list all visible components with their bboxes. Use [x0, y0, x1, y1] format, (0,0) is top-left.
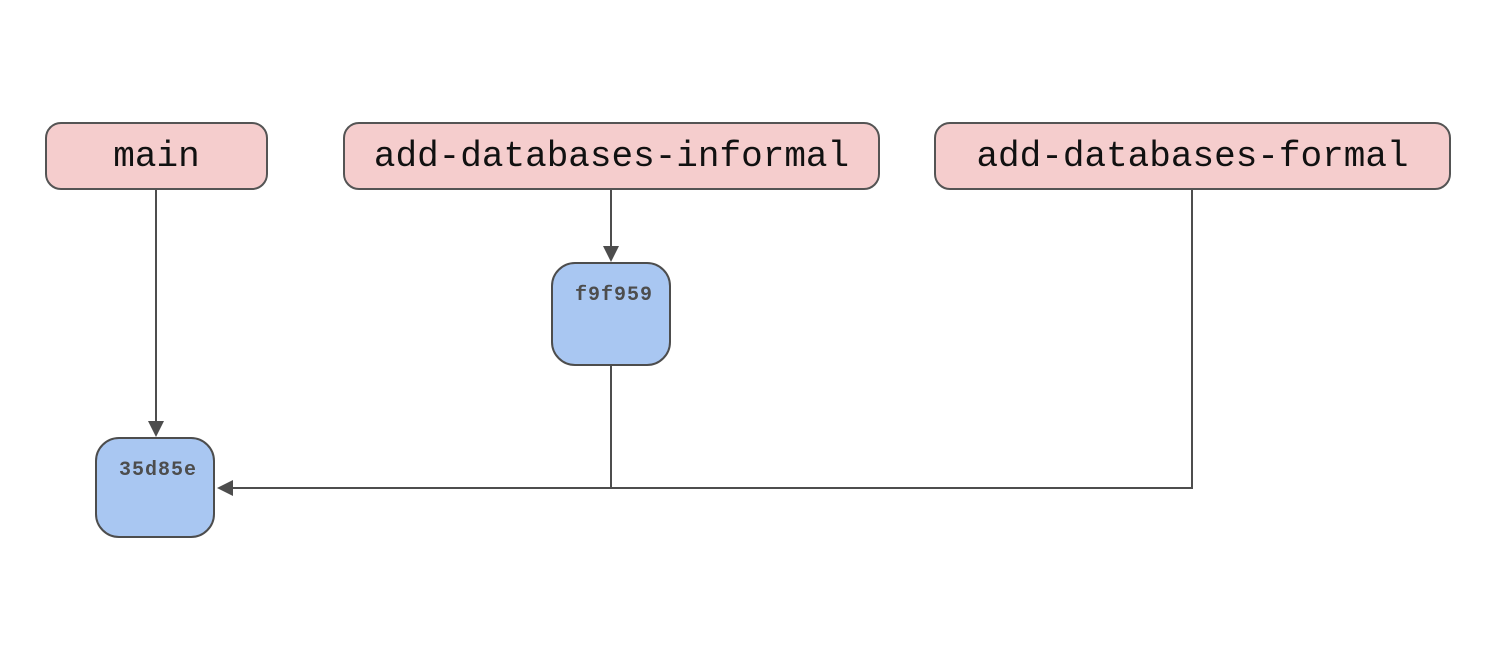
branch-label-add-databases-formal-text: add-databases-formal	[976, 135, 1409, 177]
branch-label-add-databases-formal[interactable]: add-databases-formal	[934, 122, 1451, 190]
branch-label-add-databases-informal-text: add-databases-informal	[373, 135, 850, 177]
commit-id-f9f959: f9f959	[575, 284, 654, 307]
edge-formal-to-35d85e	[233, 190, 1193, 489]
arrowhead-informal-to-f9f959	[603, 246, 619, 262]
branch-label-main[interactable]: main	[45, 122, 268, 190]
commit-id-35d85e: 35d85e	[119, 459, 198, 482]
arrowhead-into-35d85e-right	[217, 480, 233, 496]
branch-label-add-databases-informal[interactable]: add-databases-informal	[343, 122, 880, 190]
commit-node-35d85e[interactable]: 35d85e	[95, 437, 215, 538]
branch-label-main-text: main	[113, 135, 200, 177]
commit-node-f9f959[interactable]: f9f959	[551, 262, 671, 366]
arrowhead-main-to-35d85e	[148, 421, 164, 437]
